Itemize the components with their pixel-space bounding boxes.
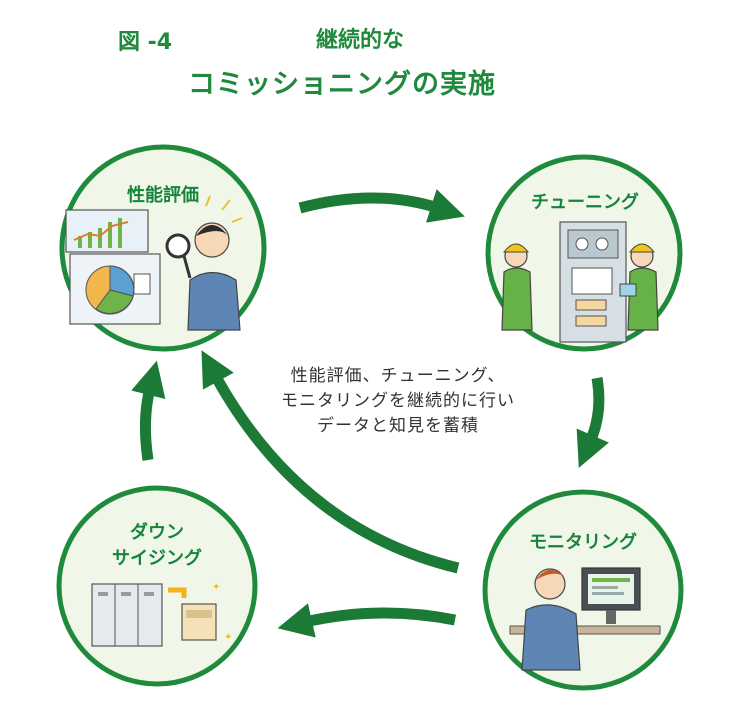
downsizing-label-2: サイジング	[112, 548, 202, 569]
node-tuning	[485, 154, 683, 352]
node-evaluation	[59, 144, 267, 352]
svg-text:✦: ✦	[212, 582, 220, 593]
center-text-line-1: 性能評価、チューニング、	[290, 366, 506, 386]
arrow-monitoring-to-evaluation	[201, 350, 460, 574]
arrow-tuning-to-monitoring	[576, 377, 609, 468]
monitoring-label: モニタリング	[529, 532, 637, 553]
evaluation-label: 性能評価	[127, 185, 199, 206]
node-monitoring	[482, 489, 684, 691]
svg-text:✦: ✦	[224, 632, 232, 643]
figure-label: 図 -4	[118, 30, 173, 55]
arrow-monitoring-to-downsizing	[277, 603, 457, 638]
arrow-downsizing-to-evaluation	[131, 360, 166, 461]
tuning-label: チューニング	[531, 192, 639, 213]
center-text-line-2: モニタリングを継続的に行い	[281, 391, 515, 411]
node-downsizing: ✦ ✦	[56, 485, 258, 687]
center-text-line-3: データと知見を蓄積	[317, 416, 479, 436]
arrow-evaluation-to-tuning	[298, 189, 465, 223]
title-line-2: コミッショニングの実施	[188, 69, 496, 100]
downsizing-label-1: ダウン	[130, 522, 184, 543]
title-line-1: 継続的な	[316, 28, 405, 53]
center-description: 性能評価、チューニング、 モニタリングを継続的に行い データと知見を蓄積	[248, 364, 548, 439]
